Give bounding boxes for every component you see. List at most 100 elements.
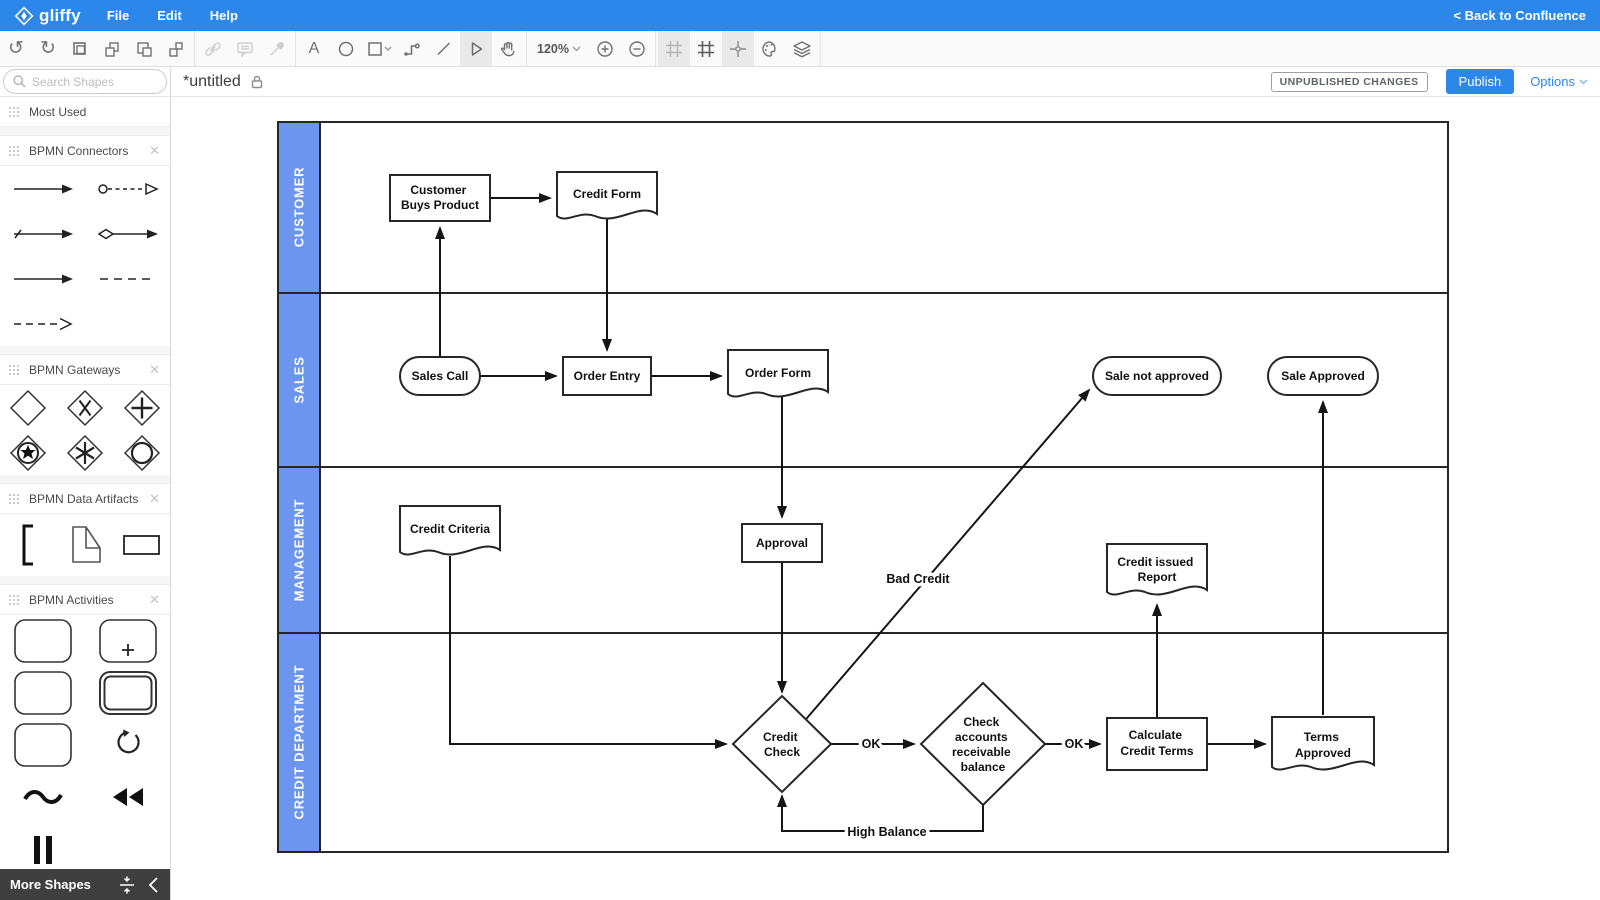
node-calculate-credit-terms[interactable]: Calculate Credit Terms <box>1106 717 1208 771</box>
shape-default-flow-connector[interactable] <box>12 211 74 256</box>
shape-event-gateway[interactable] <box>122 430 162 475</box>
search-input[interactable] <box>32 74 142 89</box>
node-order-form[interactable]: Order Form <box>727 349 829 398</box>
shape-transaction[interactable] <box>98 667 158 719</box>
pan-hand-icon[interactable] <box>492 31 524 66</box>
shape-task-plain[interactable] <box>13 667 73 719</box>
shape-complex-event-gateway[interactable] <box>8 430 48 475</box>
pool-frame[interactable] <box>277 121 1449 853</box>
shape-data-rectangle[interactable] <box>122 514 162 576</box>
grid-snap-icon[interactable] <box>657 31 690 66</box>
drag-handle-icon[interactable] <box>8 106 19 117</box>
node-order-entry[interactable]: Order Entry <box>562 356 652 396</box>
comment-icon[interactable] <box>229 31 261 66</box>
publish-button[interactable]: Publish <box>1445 69 1515 94</box>
drag-handle-icon[interactable] <box>8 493 19 504</box>
shape-loop-marker[interactable] <box>111 719 145 771</box>
lane-header-management[interactable] <box>277 466 321 634</box>
chevron-left-icon[interactable] <box>146 875 160 895</box>
edge-credit-criteria-to-credit-check[interactable] <box>449 556 728 749</box>
shape-sequence-flow-connector[interactable] <box>12 256 74 301</box>
bring-to-front-icon[interactable] <box>64 31 96 66</box>
link-icon[interactable] <box>197 31 229 66</box>
undo-icon[interactable]: ↺ <box>0 31 32 66</box>
send-to-back-icon[interactable] <box>160 31 192 66</box>
zoom-in-icon[interactable] <box>589 31 621 66</box>
node-credit-criteria[interactable]: Credit Criteria <box>399 505 501 556</box>
document-title[interactable]: *untitled <box>183 72 241 90</box>
drag-handle-icon[interactable] <box>8 145 19 156</box>
redo-icon[interactable]: ↻ <box>32 31 64 66</box>
layers-icon[interactable] <box>786 31 818 66</box>
circle-dashed-open-arrow-icon <box>97 182 159 195</box>
node-credit-form[interactable]: Credit Form <box>556 171 658 220</box>
node-customer-buys-product[interactable]: Customer Buys Product <box>389 174 491 222</box>
node-credit-check[interactable]: Credit Check <box>731 694 833 794</box>
drag-handle-icon[interactable] <box>8 364 19 375</box>
bring-forward-icon[interactable] <box>96 31 128 66</box>
shape-data-object[interactable] <box>65 514 105 576</box>
zoom-level-dropdown[interactable]: 120% <box>529 31 589 66</box>
line-tool-icon[interactable] <box>428 31 460 66</box>
gliffy-logo[interactable]: gliffy <box>0 6 107 26</box>
shape-exclusive-gateway[interactable] <box>65 385 105 430</box>
node-sale-not-approved[interactable]: Sale not approved <box>1092 356 1222 396</box>
edge-bad-credit[interactable] <box>800 388 1091 726</box>
shape-subprocess[interactable] <box>98 615 158 667</box>
node-check-ar-balance[interactable]: Check accounts receivable balance <box>919 681 1047 807</box>
more-shapes-bar[interactable]: More Shapes <box>0 869 170 900</box>
diagram-canvas[interactable]: CUSTOMER SALES MANAGEMENT CREDIT DEPARTM… <box>171 97 1600 900</box>
eyedropper-icon[interactable] <box>261 31 293 66</box>
shape-search-box[interactable] <box>3 69 167 94</box>
connector-tool-icon[interactable] <box>396 31 428 66</box>
close-icon[interactable]: ✕ <box>149 592 160 607</box>
node-terms-approved[interactable]: Terms Approved <box>1271 716 1375 771</box>
node-sales-call[interactable]: Sales Call <box>399 356 481 396</box>
edge-high-balance-loop[interactable] <box>777 794 984 832</box>
lane-header-credit-department[interactable] <box>277 632 321 853</box>
shape-group-bracket[interactable] <box>18 514 38 576</box>
ellipse-tool-icon[interactable] <box>330 31 362 66</box>
pointer-tool-icon[interactable] <box>460 31 492 66</box>
section-bpmn-data-artifacts[interactable]: BPMN Data Artifacts ✕ <box>0 484 170 514</box>
section-bpmn-connectors[interactable]: BPMN Connectors ✕ <box>0 136 170 166</box>
shape-compensation-marker[interactable] <box>110 771 146 823</box>
node-sale-approved[interactable]: Sale Approved <box>1267 356 1379 396</box>
section-bpmn-gateways[interactable]: BPMN Gateways ✕ <box>0 355 170 385</box>
menu-file[interactable]: File <box>106 8 130 23</box>
back-to-confluence-link[interactable]: < Back to Confluence <box>1453 8 1586 23</box>
drag-handle-icon[interactable] <box>8 594 19 605</box>
menu-help[interactable]: Help <box>209 8 238 23</box>
snap-to-object-icon[interactable] <box>721 31 754 66</box>
shape-parallel-gateway[interactable] <box>122 385 162 430</box>
shape-pause-marker[interactable] <box>30 823 56 875</box>
section-most-used[interactable]: Most Used <box>0 97 170 127</box>
menu-edit[interactable]: Edit <box>157 8 182 23</box>
shape-message-flow-connector[interactable] <box>97 166 159 211</box>
send-backward-icon[interactable] <box>128 31 160 66</box>
shape-directed-association-connector[interactable] <box>12 301 74 346</box>
node-approval[interactable]: Approval <box>741 523 823 563</box>
shape-adhoc-marker[interactable] <box>21 771 65 823</box>
shape-complex-gateway[interactable] <box>65 430 105 475</box>
text-tool-icon[interactable]: A <box>298 31 330 66</box>
node-credit-issued-report[interactable]: Credit issued Report <box>1106 543 1208 596</box>
collapse-panels-icon[interactable] <box>116 874 138 896</box>
shape-association-connector[interactable] <box>97 256 159 301</box>
lane-header-sales[interactable] <box>277 292 321 468</box>
close-icon[interactable]: ✕ <box>149 362 160 377</box>
options-dropdown[interactable]: Options <box>1530 74 1588 89</box>
theme-palette-icon[interactable] <box>754 31 786 66</box>
rectangle-tool-icon[interactable] <box>362 31 396 66</box>
shape-conditional-flow-connector[interactable] <box>97 211 159 256</box>
section-bpmn-activities[interactable]: BPMN Activities ✕ <box>0 585 170 615</box>
close-icon[interactable]: ✕ <box>149 143 160 158</box>
shape-solid-arrow-connector[interactable] <box>12 166 74 211</box>
close-icon[interactable]: ✕ <box>149 491 160 506</box>
shape-gateway[interactable] <box>8 385 48 430</box>
grid-icon[interactable] <box>690 31 722 66</box>
zoom-out-icon[interactable] <box>621 31 653 66</box>
shape-call-activity[interactable] <box>13 719 73 771</box>
shape-task[interactable] <box>13 615 73 667</box>
bpmn-activities-grid <box>0 615 170 875</box>
